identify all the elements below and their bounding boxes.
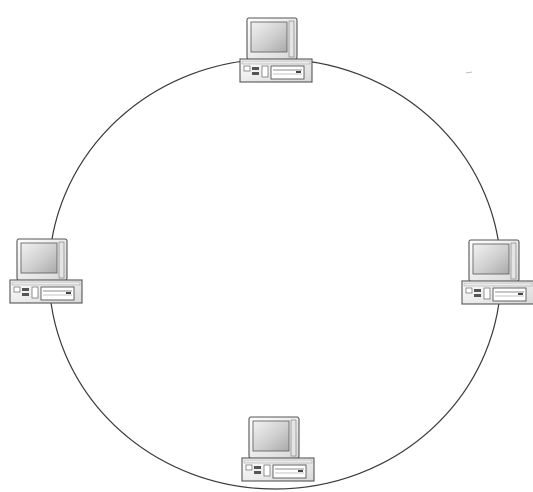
computer-node-bottom-icon: [242, 417, 314, 481]
computer-node-right-icon: [462, 240, 533, 304]
computer-node-top-icon: [240, 18, 312, 82]
computer-node-left-icon: [10, 239, 82, 303]
scan-mark: [466, 72, 472, 73]
